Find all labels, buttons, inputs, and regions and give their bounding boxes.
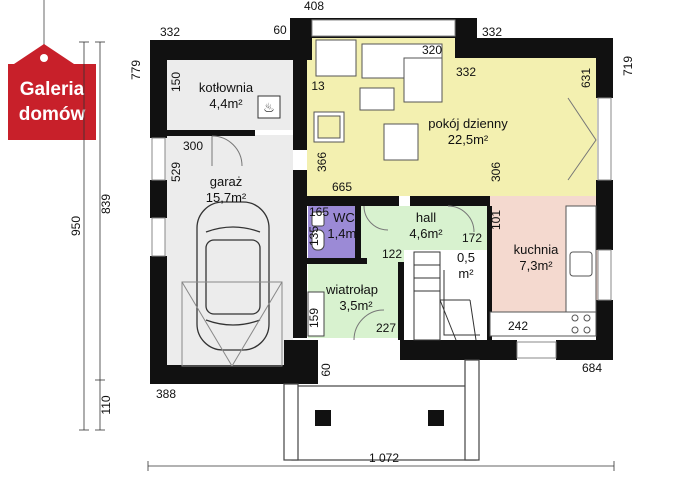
staircase [413, 251, 480, 341]
room-kuchnia-name: kuchnia [514, 242, 560, 257]
room-wiatrolap-area: 3,5m² [339, 298, 373, 313]
dim-665: 665 [332, 180, 352, 194]
dim-122: 122 [382, 247, 402, 261]
dim-172: 172 [462, 231, 482, 245]
dim-total-1072: 1 072 [369, 451, 399, 465]
galeria-domow-logo[interactable]: Galeria domów [8, 0, 96, 140]
dim-227: 227 [376, 321, 396, 335]
porch-column-left [315, 410, 331, 426]
dim-719: 719 [621, 56, 635, 76]
living-room-furniture [313, 39, 443, 161]
dim-165: 165 [309, 205, 329, 219]
garage-door [181, 281, 283, 367]
dim-306: 306 [489, 162, 503, 182]
dim-366: 366 [315, 152, 329, 172]
dim-top-408: 408 [304, 0, 324, 13]
room-garaz-name: garaż [210, 174, 243, 189]
interior-walls [165, 60, 492, 342]
room-hall-name: hall [416, 210, 436, 225]
dim-top-332-right: 332 [482, 25, 502, 39]
dim-320: 320 [422, 43, 442, 57]
dim-135: 135 [307, 226, 321, 246]
stairs-area [404, 250, 490, 342]
logo-line1: Galeria [20, 79, 85, 100]
room-kotlownia-fill [165, 60, 293, 130]
dim-top-60: 60 [273, 23, 287, 37]
dim-529: 529 [169, 162, 183, 182]
room-pokoj-name: pokój dzienny [428, 116, 508, 131]
room-kotlownia-name: kotłownia [199, 80, 254, 95]
porch-column-right [428, 410, 444, 426]
room-garaz-area: 15,7m² [206, 190, 247, 205]
dim-684: 684 [582, 361, 602, 375]
dim-950: 950 [69, 216, 83, 236]
wc-fixtures [307, 211, 325, 337]
dim-332-mid: 332 [456, 65, 476, 79]
room-kuchnia-area: 7,3m² [519, 258, 553, 273]
dim-110: 110 [99, 395, 113, 414]
dimension-lines [79, 41, 615, 471]
dim-242: 242 [508, 319, 528, 333]
dim-388: 388 [156, 387, 176, 401]
dim-839: 839 [99, 194, 113, 214]
door-swings [211, 97, 597, 341]
room-garaz-fill [165, 135, 293, 367]
room-storage-area: m² [458, 266, 474, 281]
room-hall-area: 4,6m² [409, 226, 443, 241]
dim-60-bottom: 60 [319, 363, 333, 377]
room-pokoj-area: 22,5m² [448, 132, 489, 147]
room-kotlownia-area: 4,4m² [209, 96, 243, 111]
room-storage-name: 0,5 [457, 250, 475, 265]
dim-101: 101 [489, 210, 503, 230]
room-wc-area: 1,4m² [327, 226, 361, 241]
dim-150: 150 [169, 72, 183, 92]
dim-631: 631 [579, 68, 593, 88]
room-wiatrolap-name: wiatrołap [325, 282, 378, 297]
dim-top-332-left: 332 [160, 25, 180, 39]
dim-779: 779 [129, 60, 143, 80]
porch [283, 359, 480, 461]
room-wc-name: WC [333, 210, 355, 225]
boiler-icon: ♨ [257, 95, 281, 119]
dim-159: 159 [307, 308, 321, 328]
dim-13: 13 [311, 79, 325, 93]
windows [151, 19, 612, 359]
dim-300: 300 [183, 139, 203, 153]
svg-text:♨: ♨ [263, 101, 275, 116]
car-icon [196, 201, 270, 351]
kitchen-counters [489, 205, 597, 337]
logo-line2: domów [19, 104, 86, 125]
